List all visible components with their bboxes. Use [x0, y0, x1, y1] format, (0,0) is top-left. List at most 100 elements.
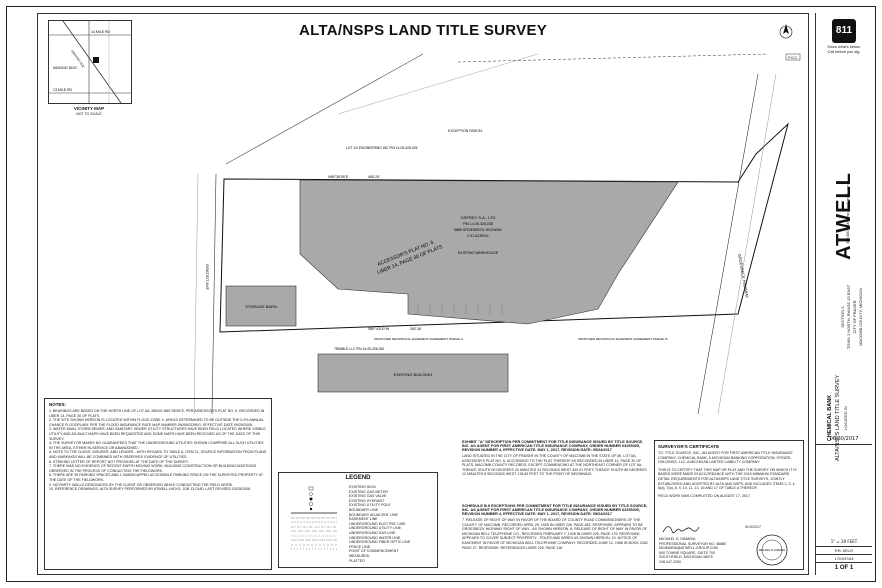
east-road-line	[697, 73, 759, 414]
notes-item-5: 5. NOTE TO THE CLIENT, INSURER, AND LEND…	[49, 450, 267, 459]
notes-item-8: 8. THERE ARE 39 PARKING SPACES AND 1 HAN…	[49, 473, 263, 482]
vicinity-map: 14 MILE RD 13 MILE RD GRATIOT AVE MASONI…	[48, 20, 132, 104]
scale-value: 1" = 30 FEET	[830, 539, 858, 544]
storage-barn-label: STORAGE BARN	[245, 304, 277, 309]
storage-barn	[225, 285, 297, 327]
notes-item-4: 4. THE SURVEYOR MAKES NO GUARANTEES THAT…	[49, 441, 264, 450]
north-row-line	[457, 53, 769, 63]
vic-road-13mile: 13 MILE RD	[53, 88, 73, 92]
notes-item-9: 9. NO PARTY WALLS DESIGNATED BY THE CLIE…	[49, 482, 234, 487]
existing-building-south	[317, 353, 509, 393]
legend-item: UNDERGROUND GAS LINE	[349, 530, 396, 535]
parking-stalls	[417, 304, 503, 314]
legend-item: UNDERGROUND UTILITY LINE	[349, 526, 402, 531]
legend-symbols	[291, 486, 337, 550]
parcel-owner: OSPREY S.A., LTD	[461, 215, 496, 220]
schedule-b-body: 7. RELEASE OF RIGHT OF WAY IN FAVOR OF T…	[462, 518, 649, 550]
schedule-b-exceptions: SCHEDULE B-II EXCEPTIONS PER COMMITMENT …	[462, 504, 650, 570]
legend-item: FENCE LINE	[349, 544, 371, 549]
legend-item: EASEMENT LINE	[349, 517, 378, 522]
drawn-by-row: P.M. KELLY	[816, 547, 872, 555]
legend-item: UNDERGROUND ELECTRIC LINE	[349, 521, 406, 526]
notes-panel: NOTES: 1. BEARINGS ARE BASED ON THE NORT…	[44, 398, 272, 570]
legend-item: EXISTING HYDRANT	[349, 498, 385, 503]
county-label: MACOMB COUNTY, MICHIGAN	[858, 288, 863, 346]
notes-item-6: 6. STRIKING LETTER OF REPORT NOT PROVIDE…	[49, 459, 189, 464]
vic-road-masonic: MASONIC BLVD	[53, 66, 78, 70]
neighbor-south: TRIMBLE LLC PIN 14-05-326-030	[334, 347, 384, 351]
vicinity-map-graphic: 14 MILE RD 13 MILE RD GRATIOT AVE MASONI…	[49, 20, 131, 104]
warehouse-footprint	[299, 179, 679, 325]
legend-panel: LEGEND EXISTING SIGN EXISTING GAS METER …	[278, 472, 438, 568]
seal-text: MICHAEL D. DIMARIA	[759, 548, 786, 552]
drawing-area: ALTA/NSPS LAND TITLE SURVEY 14 MILE RD 1…	[37, 13, 809, 575]
sheet-number: 1 OF 1	[834, 565, 854, 571]
certificate-date: 9/13/2017	[745, 525, 761, 529]
notes-item-3: 3. WATER MAIN, STORM SEWER, AND SANITARY…	[49, 427, 267, 441]
exhibit-a-heading: EXHIBIT "A" DESCRIPTION PER COMMITMENT F…	[462, 440, 644, 452]
legend-item: POINT OF COMMENCEMENT	[349, 549, 399, 554]
poc-box	[785, 53, 801, 61]
survey-sheet: ALTA/NSPS LAND TITLE SURVEY 14 MILE RD 1…	[6, 6, 876, 582]
parcel-pin: PIN 14-05-328-038	[463, 222, 493, 226]
poc-label: P.O.C.	[788, 56, 798, 60]
vicinity-map-label: VICINITY MAP	[73, 106, 105, 111]
legend-item: EXISTING SIGN	[349, 485, 376, 489]
legend-item: MEASURED	[349, 553, 370, 558]
site-plan: OSPREY S.A., LTD PIN 14-05-328-038 3888 …	[193, 24, 801, 414]
job-number: 17003344	[834, 556, 854, 561]
south-distance: 392.36'	[410, 327, 422, 331]
surveyor-info: MICHAEL D. DIMARIA PROFESSIONAL SURVEYOR…	[659, 537, 727, 564]
notes-item-2: 2. THE SITE SHOWN HEREON IS LOCATED WITH…	[49, 418, 264, 427]
exception-parcel: EXCEPTION PARCEL	[448, 129, 483, 133]
west-road-label: GRATIOT AVE	[205, 264, 210, 290]
job-row: 17003344	[816, 555, 872, 563]
parcel-area: 2.31 ACRES±	[467, 234, 489, 238]
west-road-edge	[193, 173, 199, 414]
certificate-fieldwork: FIELD WORK WAS COMPLETED ON AUGUST 17, 2…	[658, 493, 751, 498]
exhibit-a-description: EXHIBIT "A" DESCRIPTION PER COMMITMENT F…	[462, 440, 650, 500]
certificate-to: TO: TITLE SOURCE, INC., AN AGENT FOR FIR…	[658, 451, 793, 465]
legend-item: EXISTING GAS VALVE	[349, 494, 387, 499]
vicinity-map-sublabel: NOT TO SCALE	[76, 112, 102, 116]
schedule-b-heading: SCHEDULE B-II EXCEPTIONS PER COMMITMENT …	[462, 504, 648, 516]
legend-heading: LEGEND	[345, 475, 371, 481]
date-row: 06/30/2017	[816, 433, 872, 445]
site-marker	[93, 57, 99, 63]
drawn-by: P.M. KELLY	[834, 549, 854, 553]
exhibit-a-body: LAND SITUATED IN THE CITY OF FRASER IN T…	[462, 454, 647, 477]
notes-item-10: 10. REFERENCE DRAWINGS: ALTA SURVEY PERF…	[49, 487, 252, 492]
page-title: ALTA/NSPS LAND TITLE SURVEY	[298, 22, 548, 39]
west-road-line	[211, 173, 217, 414]
scale-row: 1" = 30 FEET	[816, 537, 872, 547]
legend-item: BOUNDARY ADJACENT LINE	[349, 512, 398, 517]
legend-item: EXISTING UTILITY POLE	[349, 503, 391, 508]
north-arrow-icon	[779, 24, 793, 39]
legend-item: UNDERGROUND FIBER OPTIC LINE	[349, 540, 411, 545]
road-edge	[337, 53, 539, 115]
notes-item-7: 7. THERE WAS NO EVIDENCE OF RECENT EARTH…	[49, 464, 257, 473]
north-bearing: N89°36'55"E	[328, 175, 349, 179]
legend-item: EXISTING GAS METER	[349, 489, 388, 494]
south-bearing: S89°43'00"W	[368, 327, 390, 331]
north-distance: 465.25'	[368, 175, 380, 179]
certificate-body: THIS IS TO CERTIFY THAT THIS MAP OR PLAT…	[658, 467, 797, 491]
easement-a: PROPOSED RECIPROCAL EASEMENT AGREEMENT P…	[374, 337, 463, 341]
legend-item: BOUNDARY LINE	[349, 507, 379, 512]
parcel-address: 3888 GROESBECK HIGHWAY	[454, 228, 503, 232]
title-block: 811 Know what's below. Call before you d…	[815, 13, 872, 575]
neighbor-north: LOT 1/4 ENGINEERING INC PIN 14-05-326-02…	[346, 146, 418, 150]
notes-item-1: 1. BEARINGS ARE BASED ON THE NORTH LINE …	[49, 409, 265, 418]
surveyor-seal-icon: MICHAEL D. DIMARIA	[756, 534, 788, 566]
road-line-west	[225, 53, 424, 165]
building-label: EXISTING WAREHOUSE	[458, 251, 499, 255]
certificate-heading: SURVEYOR'S CERTIFICATE	[658, 444, 720, 449]
easement-b: PROPOSED RECIPROCAL EASEMENT AGREEMENT P…	[578, 337, 667, 341]
firm-contact: 866.850.4200 www.atwell-group.com	[846, 184, 850, 244]
legend-item: UNDERGROUND WATER LINE	[349, 535, 401, 540]
legend-item: PLATTED	[349, 558, 365, 563]
logo-811-icon: 811	[832, 19, 856, 43]
signature-icon	[662, 526, 700, 534]
existing-building-label: EXISTING BUILDING	[394, 372, 433, 377]
surveyor-certificate: SURVEYOR'S CERTIFICATE TO: TITLE SOURCE,…	[654, 440, 804, 570]
